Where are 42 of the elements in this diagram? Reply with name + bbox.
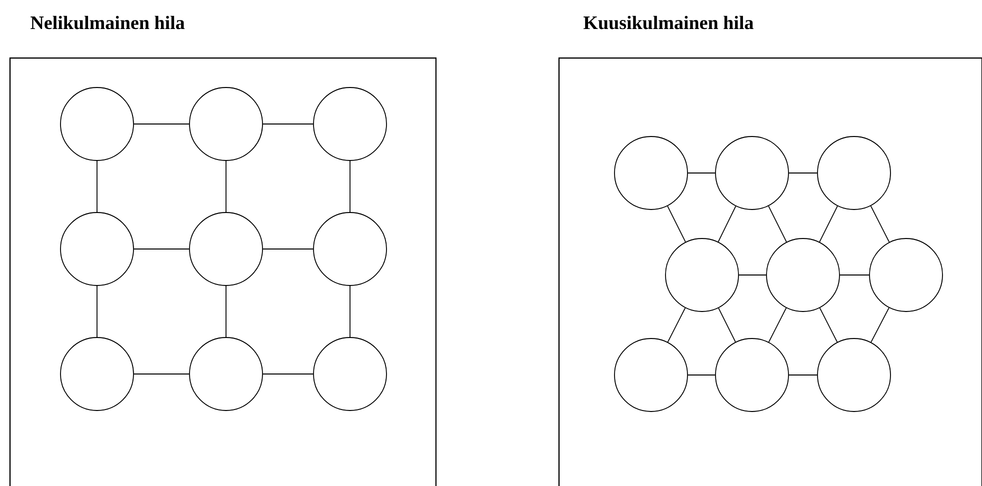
connector-line	[718, 308, 736, 342]
connector-line	[819, 307, 838, 343]
connector-line	[788, 172, 818, 174]
lattice-circle	[766, 238, 840, 312]
connector-line	[718, 206, 736, 242]
connector-line	[738, 274, 766, 276]
lattice-circle	[60, 87, 134, 161]
lattice-circle	[614, 338, 688, 412]
lattice-circle	[817, 136, 891, 210]
panel-title: Nelikulmainen hila	[30, 16, 185, 30]
lattice-circle	[313, 337, 387, 411]
connector-line	[262, 248, 314, 250]
connector-line	[134, 248, 190, 250]
connector-line	[667, 206, 686, 242]
panel-title: Kuusikulmainen hila	[584, 16, 754, 30]
connector-line	[870, 307, 890, 343]
lattice-circle	[715, 338, 789, 412]
lattice-circle	[665, 238, 739, 312]
connector-line	[788, 374, 818, 376]
lattice-circle	[715, 136, 789, 210]
lattice-circle	[189, 212, 263, 286]
connector-line	[667, 307, 686, 343]
lattice-circle	[60, 337, 134, 411]
lattice-circle	[189, 87, 263, 161]
lattice-circle	[614, 136, 688, 210]
lattice-circle	[60, 212, 134, 286]
lattice-panel	[9, 57, 437, 486]
lattice-circle	[869, 238, 943, 312]
connector-line	[819, 206, 838, 242]
connector-line	[688, 374, 716, 376]
connector-line	[840, 274, 870, 276]
lattice-circle	[189, 337, 263, 411]
connector-line	[96, 160, 98, 212]
lattice-circle	[313, 212, 387, 286]
lattice-circle	[817, 338, 891, 412]
connector-line	[688, 172, 716, 174]
connector-line	[768, 307, 787, 343]
lattice-circle	[313, 87, 387, 161]
connector-line	[96, 286, 98, 338]
connector-line	[870, 205, 890, 243]
lattice-panel	[558, 57, 982, 486]
connector-line	[768, 206, 787, 242]
